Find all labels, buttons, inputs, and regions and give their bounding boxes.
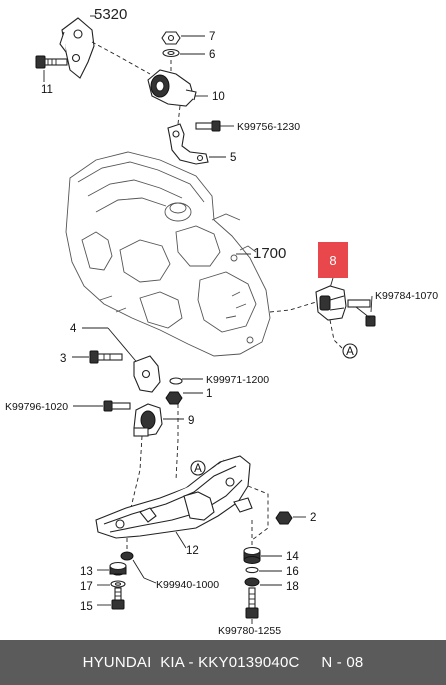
washer-17-drawing <box>110 580 126 588</box>
bolt-3-drawing <box>89 350 123 364</box>
part-label-15: 15 <box>80 601 93 613</box>
bushing-k99940-drawing <box>120 538 134 561</box>
bushing-13-drawing <box>109 561 127 576</box>
callout-a-right: A <box>342 343 358 359</box>
part-label-1: 1 <box>206 388 212 400</box>
nut-1-drawing <box>165 391 183 405</box>
footer-bar: HYUNDAI KIA - KKY0139040C N - 08 <box>0 640 446 685</box>
washer-6-drawing <box>162 48 180 58</box>
part-label-6: 6 <box>209 49 215 61</box>
part-code-k99784-1070: K99784-1070 <box>375 290 438 302</box>
part-label-14: 14 <box>286 551 299 563</box>
part-label-8: 8 <box>329 253 336 268</box>
bolt-k99756-drawing <box>195 120 221 132</box>
bolt-15-drawing <box>111 587 125 610</box>
svg-text:A: A <box>346 346 354 358</box>
bolt-k99780-drawing <box>245 587 259 619</box>
parts-diagram: 5320 11 7 6 10 K99756-1230 <box>5 6 438 637</box>
section-number-5320: 5320 <box>94 6 127 23</box>
bracket-assembly-top-left <box>59 17 95 79</box>
part-code-k99756-1230: K99756-1230 <box>237 121 300 133</box>
bolt-k99796-drawing <box>103 400 131 412</box>
part-label-10: 10 <box>212 91 225 103</box>
part-label-12: 12 <box>186 545 199 557</box>
part-label-13: 13 <box>80 566 93 578</box>
part-label-7: 7 <box>209 31 215 43</box>
bolt-11-drawing <box>35 55 68 69</box>
part-code-k99796-1020: K99796-1020 <box>5 401 68 413</box>
part-label-5: 5 <box>230 152 236 164</box>
highlight-box-part-8 <box>318 242 348 278</box>
washer-16-drawing <box>245 566 259 574</box>
bushing-14-drawing <box>243 546 261 564</box>
part-code-k99940-1000: K99940-1000 <box>156 579 219 591</box>
collar-18-drawing <box>244 577 260 587</box>
footer-part-info: HYUNDAI KIA - KKY0139040C N - 08 <box>82 654 364 671</box>
svg-text:A: A <box>194 463 202 475</box>
crossmember-12-drawing <box>95 455 253 539</box>
part-label-11: 11 <box>41 84 53 96</box>
part-label-18: 18 <box>286 581 299 593</box>
part-label-17: 17 <box>80 581 93 593</box>
part-code-k99971-1200: K99971-1200 <box>206 374 269 386</box>
nut-7-drawing <box>161 31 181 45</box>
part-label-16: 16 <box>286 566 299 578</box>
transmission-mount-8-drawing <box>315 285 347 321</box>
bracket-4-drawing <box>133 355 161 393</box>
bracket-5-drawing <box>167 105 209 165</box>
part-label-4: 4 <box>70 323 77 335</box>
part-code-k99780-1255: K99780-1255 <box>218 625 281 637</box>
part-label-2: 2 <box>310 512 316 524</box>
engine-mount-10-drawing <box>147 60 197 107</box>
callout-a-crossmember: A <box>190 460 206 476</box>
part-label-3: 3 <box>60 353 66 365</box>
washer-k99971-drawing <box>169 377 183 385</box>
nut-2-drawing <box>275 511 293 525</box>
insulator-9-drawing <box>133 403 163 437</box>
bolt-k99784-drawing <box>347 299 376 327</box>
engine-block-drawing <box>65 151 271 357</box>
section-number-1700: 1700 <box>253 245 286 262</box>
part-label-9: 9 <box>188 415 194 427</box>
